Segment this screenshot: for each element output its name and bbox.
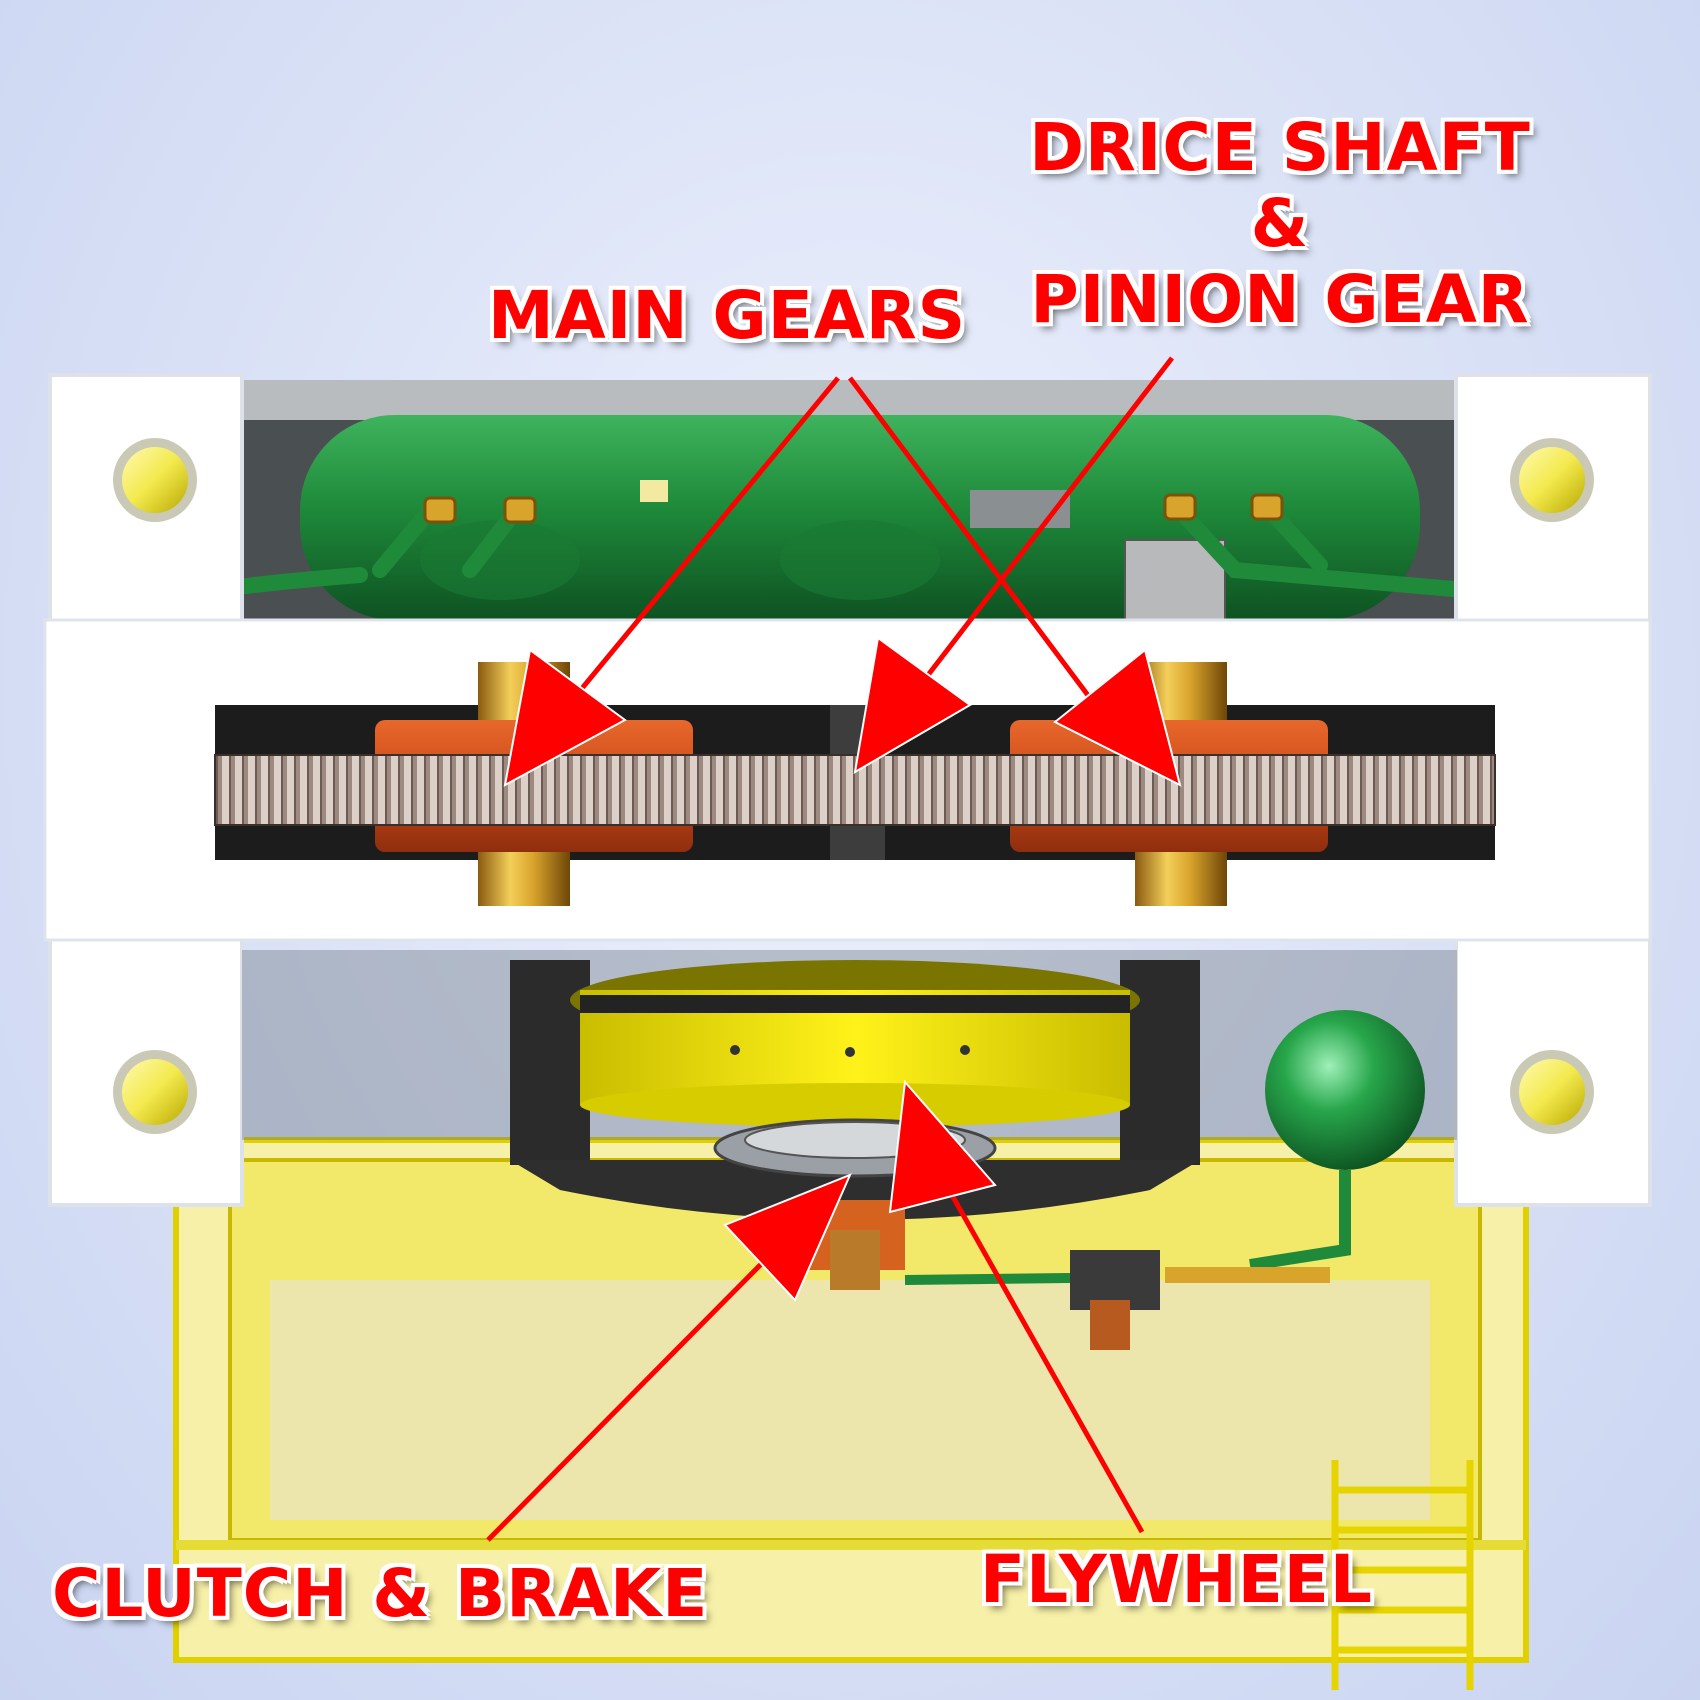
label-drive-shaft-line2: & <box>1250 185 1310 262</box>
column-caps <box>113 438 1594 1134</box>
ladder <box>1331 1460 1474 1690</box>
label-drive-shaft-pinion-gear: DRICE SHAFT & PINION GEAR <box>1020 110 1540 338</box>
flywheel <box>570 960 1140 1127</box>
label-flywheel: FLYWHEEL <box>980 1541 1373 1618</box>
label-main-gears: MAIN GEARS <box>488 277 967 354</box>
label-clutch-brake: CLUTCH & BRAKE <box>52 1555 709 1632</box>
label-drive-shaft-line3: PINION GEAR <box>1030 261 1530 338</box>
main-gear-teeth <box>214 754 1496 826</box>
label-drive-shaft-line1: DRICE SHAFT <box>1029 109 1531 186</box>
